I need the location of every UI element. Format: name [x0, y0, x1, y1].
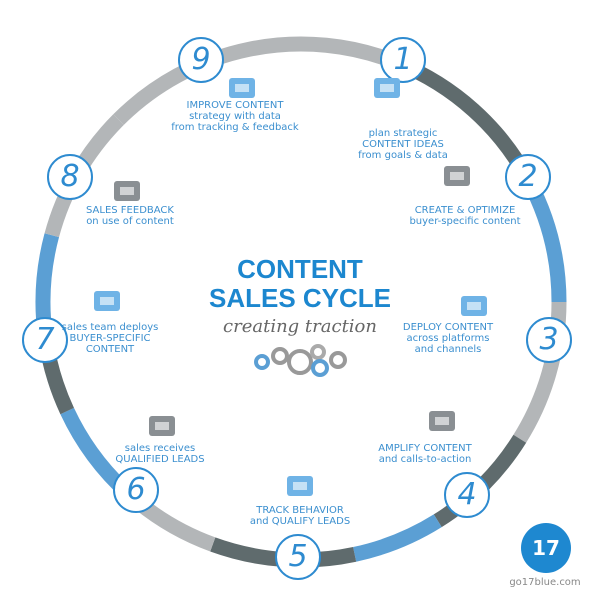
step-label-line: buyer-specific content — [409, 216, 521, 227]
step-label-line: and channels — [414, 344, 482, 355]
step-number-2: 2 — [505, 154, 551, 200]
step-label-line: AMPLIFY CONTENT — [378, 443, 472, 454]
broadcast-tower-icon — [429, 411, 455, 431]
tagline: creating traction — [223, 316, 377, 337]
step-label-line: CONTENT IDEAS — [362, 139, 444, 150]
step-label-line: strategy with data — [189, 111, 281, 122]
step-number-4: 4 — [444, 472, 490, 518]
ring-segment — [352, 514, 442, 562]
ring-segment — [513, 301, 567, 443]
step-number-7: 7 — [22, 317, 68, 363]
step-number-9: 9 — [178, 37, 224, 83]
step-label-line: CREATE & OPTIMIZE — [414, 205, 516, 216]
step-number-3: 3 — [526, 317, 572, 363]
ring-segment — [113, 36, 401, 125]
gears-icon — [254, 344, 347, 377]
title-line-1: CONTENT — [237, 254, 363, 284]
step-label-line: and QUALIFY LEADS — [249, 516, 351, 527]
site-url: go17blue.com — [509, 577, 581, 588]
deploy-icon — [461, 296, 487, 316]
step-label-line: and calls-to-action — [378, 454, 472, 465]
step-label-line: plan strategic — [368, 128, 438, 139]
step-label-line: IMPROVE CONTENT — [186, 100, 284, 111]
step-label-line: sales receives — [124, 443, 196, 454]
step-label-line: across platforms — [406, 333, 490, 344]
step-label-line: QUALIFIED LEADS — [115, 454, 205, 465]
chat-bubble-icon — [149, 416, 175, 436]
content-cards-icon — [94, 291, 120, 311]
step-label-line: DEPLOY CONTENT — [402, 322, 494, 333]
step-label-line: TRACK BEHAVIOR — [256, 505, 344, 516]
step-label-line: on use of content — [86, 216, 174, 227]
step-number-5: 5 — [275, 534, 321, 580]
step-number-8: 8 — [47, 154, 93, 200]
pie-chart-icon — [114, 181, 140, 201]
chart-mug-icon — [229, 78, 255, 98]
brand-badge: 17 — [521, 523, 571, 573]
step-number-6: 6 — [113, 467, 159, 513]
lightbulb-gears-icon — [374, 78, 400, 98]
step-number-1: 1 — [380, 37, 426, 83]
step-label-line: sales team deploys — [61, 322, 159, 333]
step-label-line: CONTENT — [85, 344, 135, 355]
step-label-line: from goals & data — [358, 150, 448, 161]
step-label-line: from tracking & feedback — [171, 122, 299, 133]
title-line-2: SALES CYCLE — [208, 283, 392, 313]
step-label-line: SALES FEEDBACK — [86, 205, 174, 216]
page-title: CONTENT SALES CYCLE — [180, 255, 420, 313]
growth-chart-icon — [287, 476, 313, 496]
monitor-gears-icon — [444, 166, 470, 186]
step-label-line: BUYER-SPECIFIC — [69, 333, 151, 344]
